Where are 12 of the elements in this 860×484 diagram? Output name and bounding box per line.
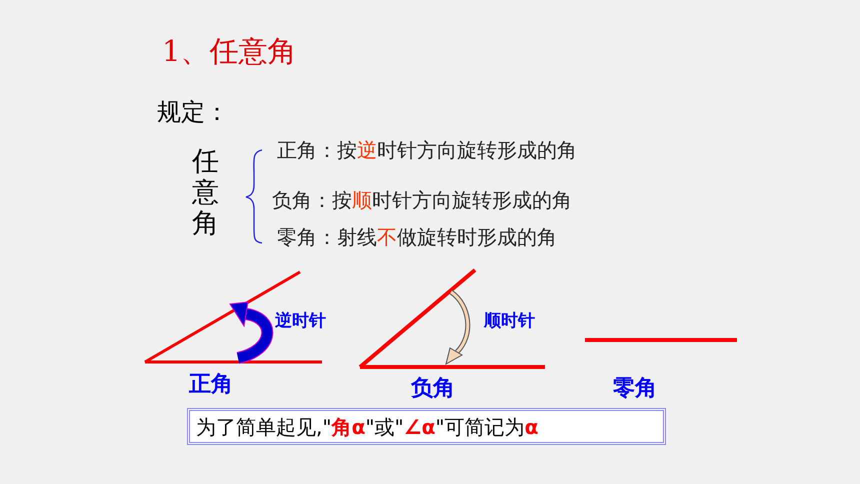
vertical-label: 任意角 [192, 146, 219, 240]
angle-label: 负角 [411, 376, 455, 402]
angle-label: 正角 [189, 372, 233, 398]
heading: 规定： [157, 98, 229, 127]
note-box: 为了简单起见,"角α"或"∠α"可简记为α [187, 408, 666, 445]
definition-text: 负角：按顺时针方向旋转形成的角 [272, 188, 572, 212]
angle-label: 零角 [613, 376, 657, 402]
rotation-label: 逆时针 [275, 311, 326, 332]
definition-text: 零角：射线不做旋转时形成的角 [277, 225, 557, 249]
definition-text: 正角：按逆时针方向旋转形成的角 [277, 138, 577, 162]
title: 1、任意角 [162, 34, 296, 69]
rotation-label: 顺时针 [484, 311, 535, 332]
